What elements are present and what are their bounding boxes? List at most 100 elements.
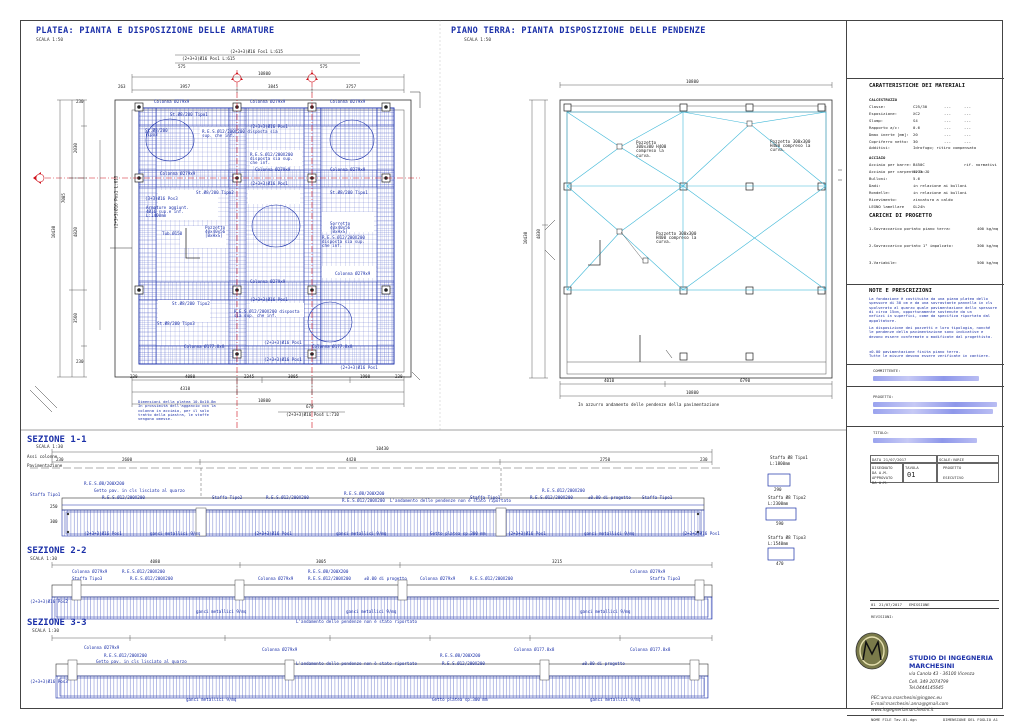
- dim-label: (2+3+3)Ø16 Pos1 L:615: [182, 56, 235, 61]
- dim-label: 230: [130, 374, 138, 379]
- dim-label: 2600: [122, 457, 133, 462]
- dim-label: 575: [320, 64, 328, 69]
- dim-label: 3560: [72, 313, 78, 324]
- bar-label: (2+3+3)Ø16 Pos2: [30, 599, 68, 604]
- drawn-by: DISEGNATO DA A.M.: [872, 465, 893, 475]
- stirrup-width: 470: [776, 561, 784, 566]
- column-label: Colonna Ø279x9: [84, 645, 120, 650]
- firm-pec: PEC:anna.marchesini@ingpec.eu: [871, 696, 942, 701]
- dim-label: 2030: [72, 143, 78, 154]
- hook-label: ganci metallici 9/mq: [150, 531, 201, 536]
- mesh-label: R.E.S.Ø12/200X200: [542, 488, 585, 493]
- dim-label: 230: [76, 99, 84, 104]
- bar-label: (2+3+3)Ø16 Pos3: [30, 679, 68, 684]
- dim-label: 10430: [376, 446, 389, 451]
- scale-value: SCALE:VARIE: [939, 457, 965, 462]
- notes-title: NOTE E PRESCRIZIONI: [869, 288, 932, 294]
- bar-label: (2+3+3)Ø16 Pos1: [682, 531, 720, 536]
- mesh-label: R.E.S.Ø12/200X200: [266, 495, 309, 500]
- right-plan-geometry: [529, 82, 842, 399]
- manhole-label: Pozzetto 40x40x56 [BxHxS]: [205, 225, 226, 239]
- dim-label: (2+3+3)Ø16 Pos4 L:710: [286, 412, 339, 417]
- bar-label: (2+3+3)Ø16 Pos1: [264, 340, 302, 345]
- hook-label: ganci metallici 9/mq: [590, 697, 641, 702]
- cls-heading: CALCESTRUZZO: [869, 97, 898, 102]
- slope-note: L'andamento delle pendenze non è stato r…: [390, 498, 512, 503]
- stirrup-label: Staffa Tipo1: [30, 492, 61, 497]
- stirrup-width: 590: [776, 521, 784, 526]
- stirrup-length: L:1800mm: [770, 461, 791, 466]
- stirrup-type-label: Staffa Ø8 Tipo1: [770, 455, 808, 460]
- title-label: TITOLO:: [873, 430, 890, 435]
- rev-date: 21/07/2017: [879, 602, 902, 607]
- file-name: NOME FILE Tav.01.dgn: [871, 717, 917, 722]
- dim-label: 4310: [180, 386, 191, 391]
- load-row: 3-Variabile:500 kg/mq: [869, 260, 999, 265]
- stirrup-label: Staffa Tipo3: [650, 576, 681, 581]
- steel-row: Bulloni:5.6: [869, 176, 921, 181]
- column-label: Colonna Ø279x9: [255, 167, 291, 172]
- column-label: Colonna Ø279x9: [335, 271, 371, 276]
- mesh-label: R.E.S.Ø12/200X200: [442, 661, 485, 666]
- dim-label: 4420: [346, 457, 357, 462]
- project-redacted: [873, 402, 997, 407]
- mesh-label: R.E.S.Ø12/200X200: [470, 576, 513, 581]
- loads-title: CARICHI DI PROGETTO: [869, 213, 932, 219]
- dim-label: 10800: [258, 398, 271, 403]
- stirrup-length: L:2300mm: [768, 501, 789, 506]
- level-label: ±0.00 di progetto: [588, 495, 631, 500]
- column-label: Colonna Ø279x9: [420, 576, 456, 581]
- steel-row: Rondelle:in relazione ai bulloni: [869, 190, 967, 195]
- dim-label: 7085: [60, 193, 66, 204]
- firm-cell: Cell. 349 2074799: [909, 680, 949, 685]
- firm-email: E-mail:marchesini.anna@gmail.com: [871, 702, 949, 707]
- steel-heading: ACCIAIO: [869, 155, 886, 160]
- column-label: Colonna Ø279x9: [160, 171, 196, 176]
- load-row: 2-Sovraccarico portato 1° impalcato:300 …: [869, 243, 999, 248]
- mesh-label: R.E.S.Ø12/200X200: [530, 495, 573, 500]
- dim-label: 4010: [604, 378, 615, 383]
- stirrup-label: St.Ø8/200 Tipo3: [145, 128, 168, 138]
- sections-geometry: [20, 20, 846, 699]
- title-panel: CARATTERISTICHE DEI MATERIALI CALCESTRUZ…: [846, 20, 1004, 722]
- project-redacted: [873, 409, 993, 414]
- column-label: Colonna Ø279x9: [630, 569, 666, 574]
- left-plan-title: PLATEA: PIANTA E DISPOSIZIONE DELLE ARMA…: [36, 26, 275, 36]
- slope-note: L'andamento delle pendenze non è stato r…: [296, 661, 418, 666]
- dim-label: 3757: [346, 84, 357, 89]
- hook-label: ganci metallici 9/mq: [336, 531, 387, 536]
- dim-label: 230: [56, 457, 64, 462]
- column-label: Colonna Ø279x9: [250, 99, 286, 104]
- cls-row: Dmax inerte [mm]:20------: [869, 132, 972, 137]
- bar-label: (3+3)Ø16 Pos3: [145, 196, 178, 201]
- slope-note: L'andamento delle pendenze non è stato r…: [296, 619, 418, 624]
- rev-number: 01: [871, 602, 876, 607]
- dim-label: 4820: [72, 227, 78, 238]
- bar-label: (2+3+3)Ø16 Pos1: [508, 531, 546, 536]
- sheet-size: DIMENSIONE DEL FOGLIO A1: [943, 717, 998, 722]
- project-phase-label: PROGETTO: [943, 465, 962, 470]
- sheet-number: 01: [907, 471, 916, 479]
- bar-label: (2+3+3)Ø16 Pos1: [250, 181, 288, 186]
- dim-label: 263: [118, 84, 126, 89]
- bar-label: (2+3+3)Ø16 Pos1: [250, 297, 288, 302]
- dim-label: 2345: [244, 374, 255, 379]
- steel-row: Dadi:in relazione ai bulloni: [869, 183, 967, 188]
- manhole-label: Pozzetto 300x300 H400 compreso la curva.: [770, 139, 811, 153]
- client-label: COMMITTENTE:: [873, 368, 901, 373]
- project-phase: ESECUTIVO: [943, 475, 964, 480]
- cls-row: Rapporto a/c:0.6------: [869, 125, 972, 130]
- dim-label: 4080: [150, 559, 161, 564]
- dim-label: 230: [700, 457, 708, 462]
- column-label: Colonna Ø279x9: [154, 99, 190, 104]
- mesh-label: R.E.S.Ø12/200X200: [342, 498, 385, 503]
- dim-label: 10800: [686, 390, 699, 395]
- dim-label: 3005: [288, 374, 299, 379]
- dim-label: 4080: [185, 374, 196, 379]
- stirrup-length: L:1540mm: [768, 541, 789, 546]
- dim-label: 1900: [360, 374, 371, 379]
- firm-name-2: MARCHESINI: [909, 662, 955, 670]
- left-plan-scale: SCALA 1:50: [36, 38, 64, 43]
